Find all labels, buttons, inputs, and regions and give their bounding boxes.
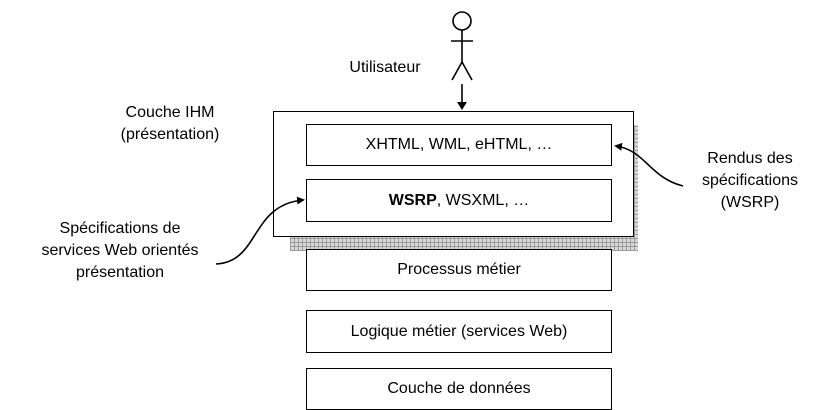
logic-layer-box: Logique métier (services Web) (306, 310, 612, 353)
right-annotation-line1: Rendus des (707, 150, 793, 167)
ihm-label-line1: Couche IHM (125, 104, 215, 121)
left-annotation-line3: présentation (75, 264, 165, 281)
right-annotation-line2: spécifications (701, 172, 799, 189)
ihm-label-line2: (présentation) (120, 126, 220, 143)
left-curved-arrow (215, 196, 305, 265)
left-annotation: Spécifications de services Web orientés … (20, 218, 220, 284)
wsrp-rest-label: , WSXML, … (436, 191, 530, 209)
left-annotation-line2: services Web orientés (41, 242, 199, 259)
data-layer-label: Couche de données (387, 380, 531, 397)
wsrp-box: WSRP, WSXML, … (306, 179, 612, 222)
user-stick-figure-icon (451, 11, 473, 81)
logic-layer-label: Logique métier (services Web) (350, 322, 568, 340)
process-layer-box: Processus métier (306, 249, 612, 291)
right-annotation-line3: (WSRP) (720, 194, 780, 211)
left-annotation-line1: Spécifications de (59, 220, 181, 237)
right-curved-arrow (614, 142, 684, 187)
user-down-arrowhead (457, 102, 467, 110)
process-layer-label: Processus métier (397, 261, 521, 278)
markup-languages-label: XHTML, WML, eHTML, … (365, 136, 553, 153)
ihm-layer-label: Couche IHM (présentation) (70, 102, 270, 146)
wsrp-bold-label: WSRP (388, 191, 437, 209)
wsrp-label: WSRP, WSXML, … (389, 192, 529, 210)
data-layer-box: Couche de données (306, 368, 612, 410)
right-annotation: Rendus des spécifications (WSRP) (680, 148, 820, 214)
actor-label: Utilisateur (349, 59, 421, 76)
markup-languages-box: XHTML, WML, eHTML, … (306, 124, 612, 166)
